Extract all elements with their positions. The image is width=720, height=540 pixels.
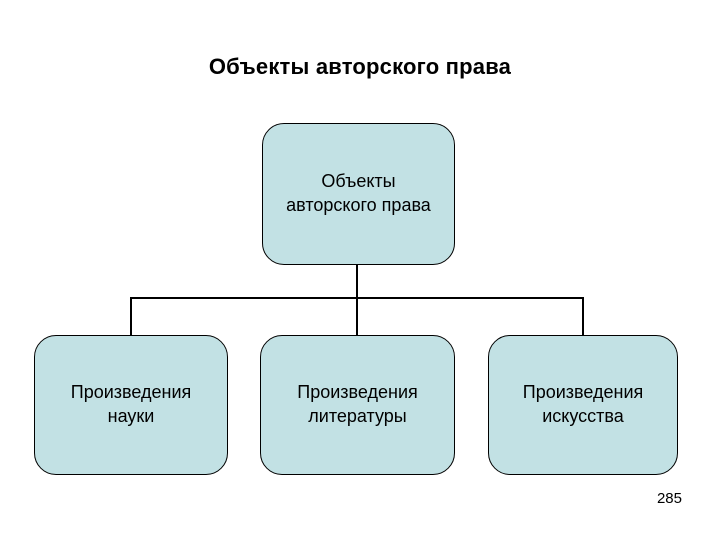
slide-title: Объекты авторского права: [208, 54, 512, 79]
diagram-node-literature-works: Произведения литературы: [260, 335, 455, 475]
connector-drop-right: [582, 297, 584, 336]
connector-drop-left: [130, 297, 132, 336]
connector-stem: [356, 264, 358, 299]
diagram-node-art-works: Произведения искусства: [488, 335, 678, 475]
page-number: 285: [656, 490, 682, 507]
diagram-node-science-works: Произведения науки: [34, 335, 228, 475]
diagram-node-root: Объекты авторского права: [262, 123, 455, 265]
connector-drop-middle: [356, 297, 358, 336]
